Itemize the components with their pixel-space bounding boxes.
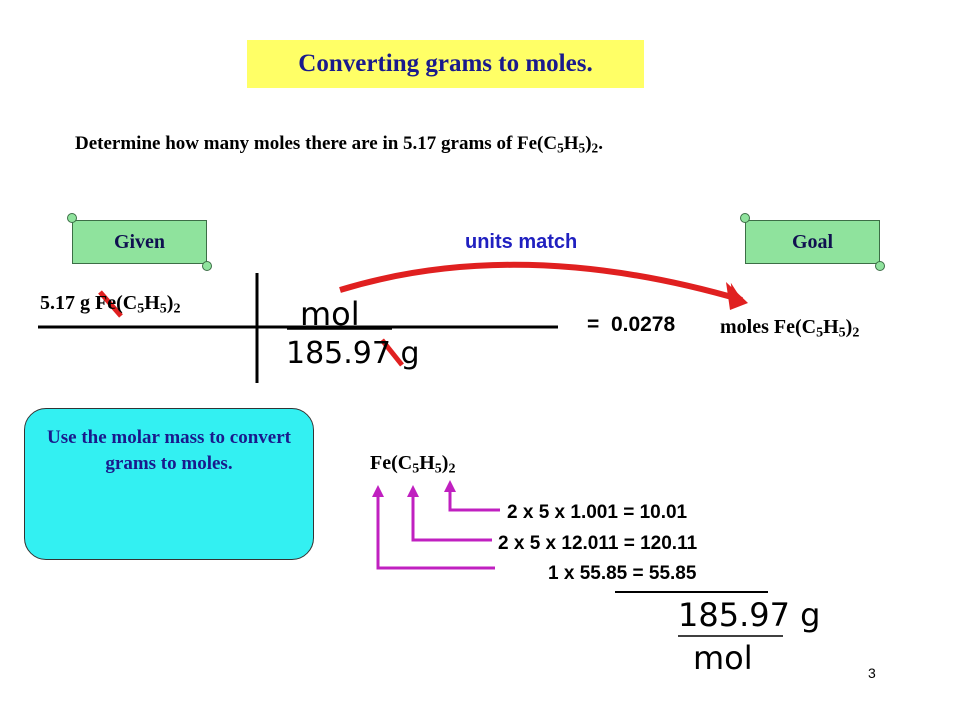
calc-carbon: 2 x 5 x 12.011 = 120.11 <box>498 533 698 554</box>
hint-box: Use the molar mass to convert grams to m… <box>24 408 314 560</box>
goal-scroll: Goal <box>740 213 885 271</box>
conversion-denominator: 185.97 g <box>286 336 420 371</box>
calc-hydrogen: 2 x 5 x 1.001 = 10.01 <box>507 502 688 523</box>
question-text: Determine how many moles there are in 5.… <box>75 133 603 156</box>
arrowhead-icon <box>726 282 748 310</box>
cancel-slash-given <box>98 290 123 318</box>
bracket-h <box>448 490 500 512</box>
cancel-slash-denominator <box>380 338 404 367</box>
answer-value: = 0.0278 <box>587 313 676 336</box>
bracket-c-arrowhead <box>407 485 419 497</box>
bracket-c <box>411 495 492 542</box>
units-match-arrow <box>339 261 743 303</box>
compound-formula: Fe(C5H5)2 <box>370 452 456 477</box>
bracket-fe-arrowhead <box>372 485 384 497</box>
units-match-label: units match <box>465 231 578 253</box>
given-scroll: Given <box>67 213 212 271</box>
calc-iron: 1 x 55.85 = 55.85 <box>548 563 697 584</box>
conversion-numerator: mol <box>300 295 360 333</box>
bracket-h-arrowhead <box>444 480 456 492</box>
given-quantity: 5.17 g Fe(C5H5)2 <box>40 292 181 317</box>
molar-mass-denominator: mol <box>693 639 753 677</box>
page-number: 3 <box>868 665 876 681</box>
answer-unit: moles Fe(C5H5)2 <box>720 316 860 341</box>
molar-mass-numerator: 185.97 g <box>678 596 821 634</box>
slide-title: Converting grams to moles. <box>247 40 644 88</box>
bracket-fe <box>376 495 495 570</box>
